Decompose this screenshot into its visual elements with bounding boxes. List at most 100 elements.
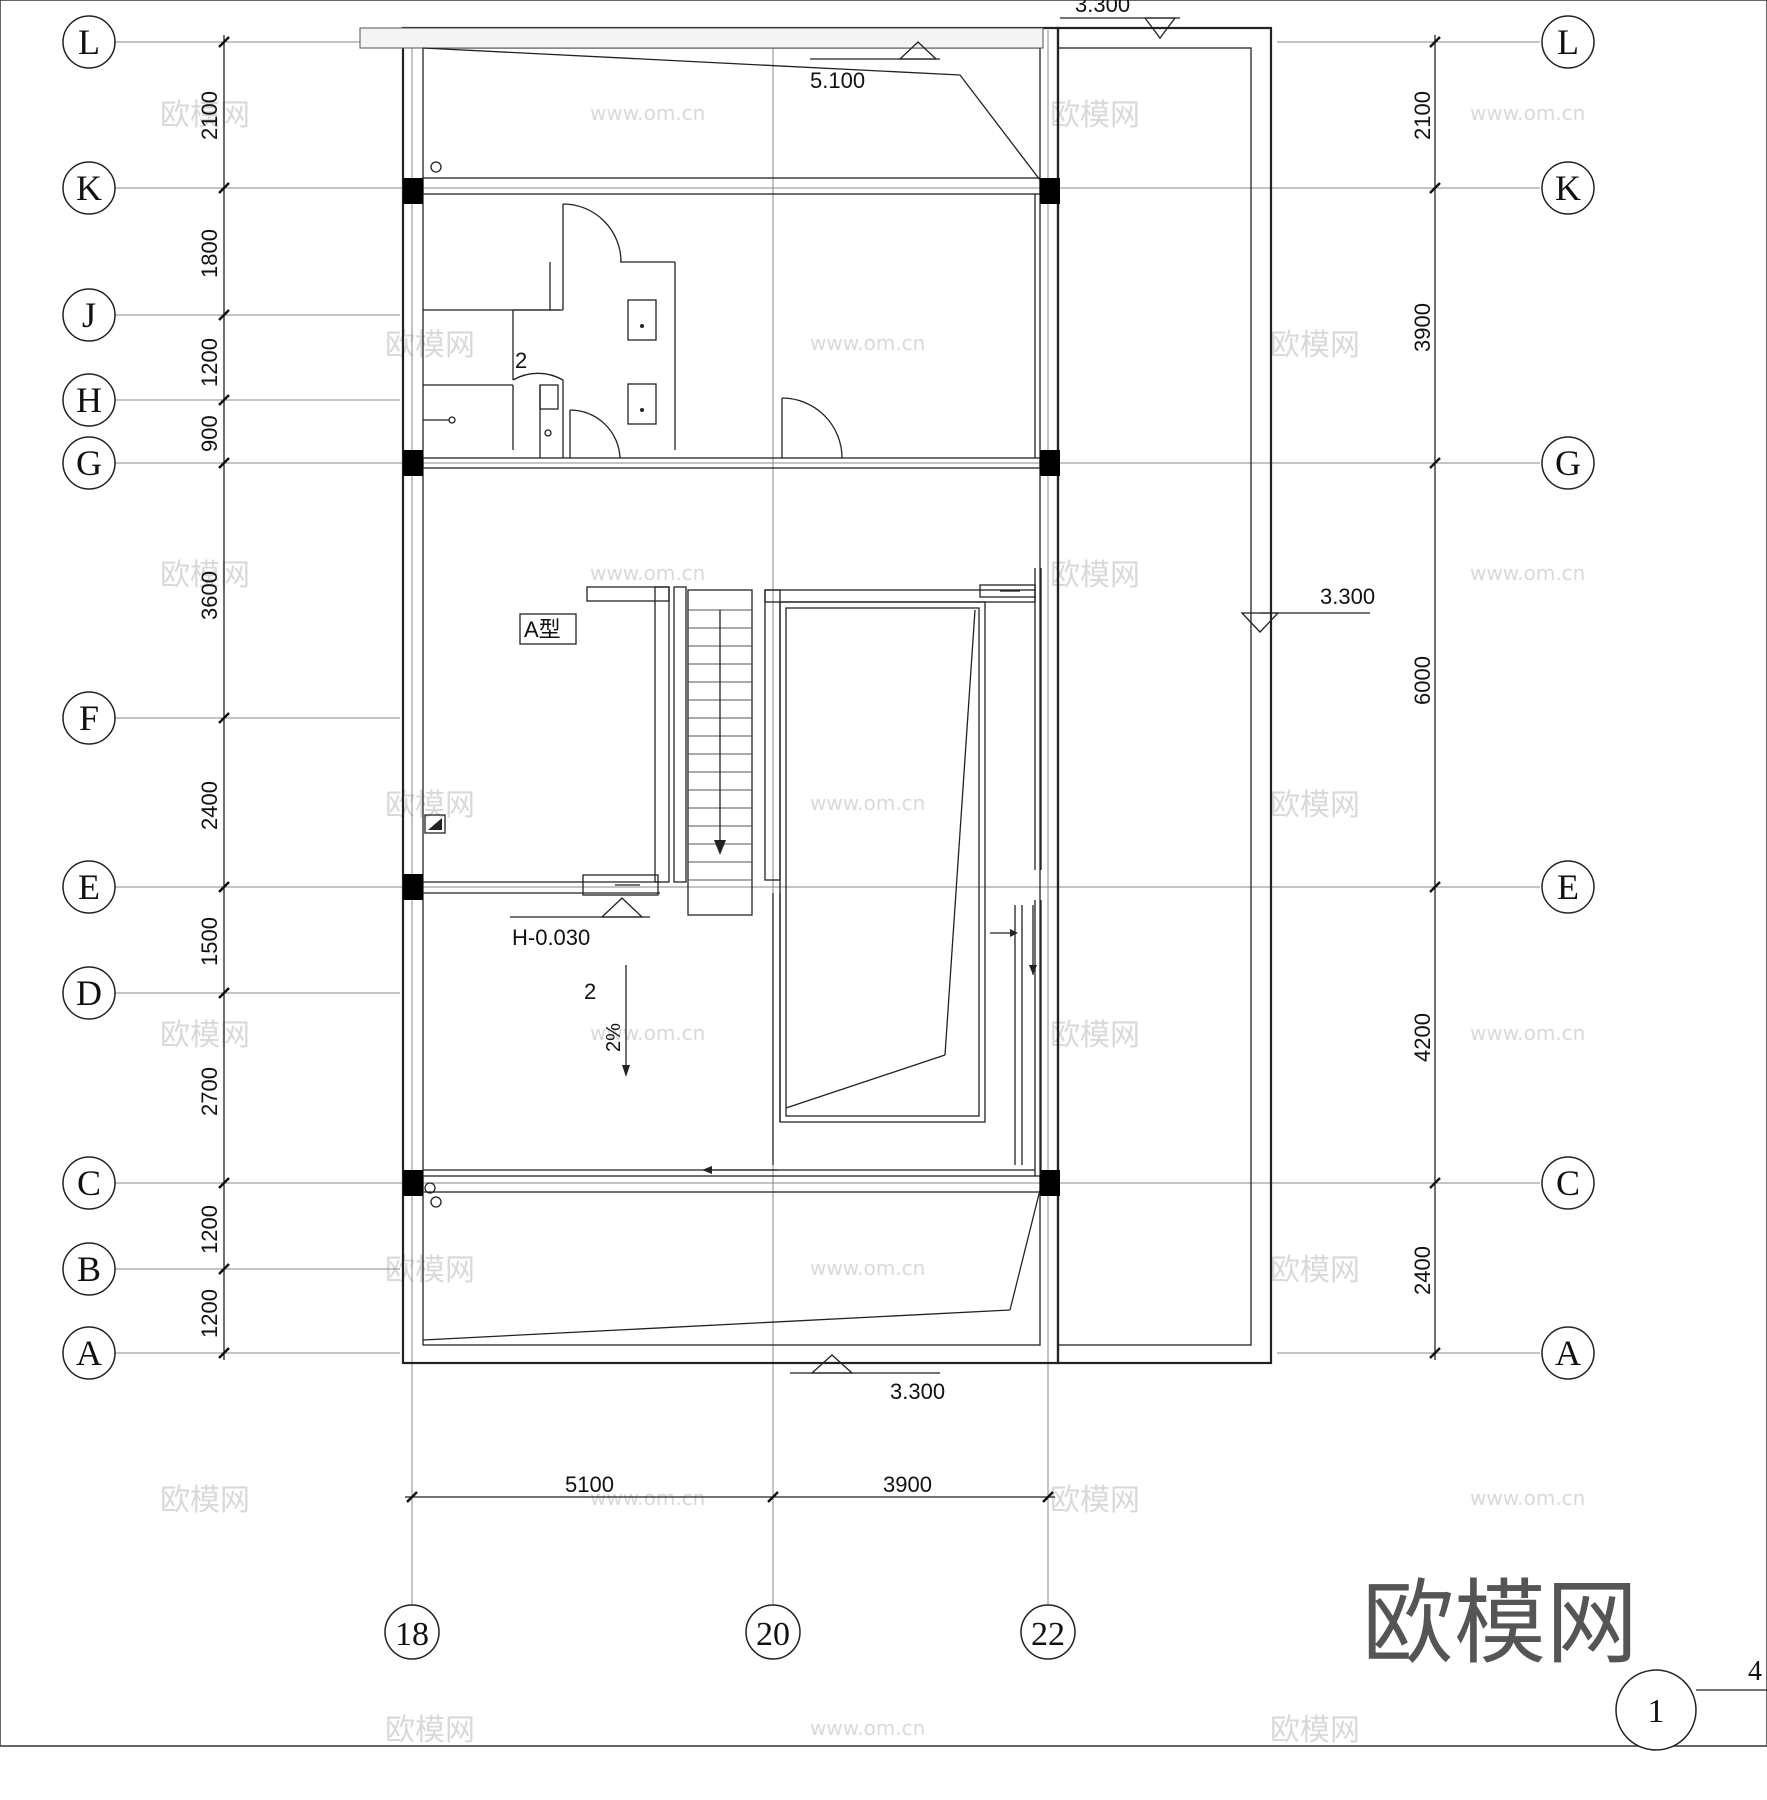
dim-right-3: 6000 — [1410, 656, 1435, 705]
right-grid-bubbles: L K G E C A — [1541, 15, 1595, 1380]
svg-text:E: E — [78, 867, 100, 907]
watermark-brand: 欧模网 — [1050, 1018, 1140, 1053]
elevation-top-partial: 3.300 — [1075, 0, 1130, 17]
dim-left-6: 2400 — [197, 781, 222, 830]
grid-bubble-F: F — [62, 691, 116, 745]
dim-left-8: 2700 — [197, 1067, 222, 1116]
watermark-brand: 欧模网 — [160, 558, 250, 593]
slope-note: 2% — [603, 1023, 625, 1052]
elevation-markers: 3.300 5.100 3.300 3.300 H-0.030 — [510, 0, 1375, 1404]
dim-left-3: 1200 — [197, 338, 222, 387]
dim-right-4: 4200 — [1410, 1013, 1435, 1062]
bottom-dimension-chain: 5100 3900 — [405, 1472, 1055, 1503]
watermark-brand: 欧模网 — [385, 788, 475, 823]
watermark-brand: 欧模网 — [385, 1253, 475, 1288]
grid-bubble-C: C — [62, 1156, 116, 1210]
grid-bubble-B: B — [62, 1242, 116, 1296]
grid-bubble-H: H — [62, 373, 116, 427]
grid-bubble-G-right: G — [1541, 436, 1595, 490]
drain-note-upper: 2 — [515, 348, 527, 373]
grid-bubble-A: A — [62, 1326, 116, 1380]
svg-text:D: D — [76, 973, 102, 1013]
watermark-url: www.om.cn — [810, 1716, 925, 1740]
watermark-brand: 欧模网 — [1270, 1713, 1360, 1748]
dim-left-5: 3600 — [197, 571, 222, 620]
watermark-url: www.om.cn — [1470, 101, 1585, 125]
svg-text:G: G — [1555, 443, 1581, 483]
watermark-url: www.om.cn — [590, 1486, 705, 1510]
grid-bubble-E-right: E — [1541, 860, 1595, 914]
watermark-brand: 欧模网 — [160, 98, 250, 133]
structural-columns — [403, 178, 1060, 1196]
svg-text:L: L — [1557, 22, 1579, 62]
type-tag: A型 — [524, 617, 561, 642]
dim-left-4: 900 — [197, 415, 222, 452]
watermark-brand: 欧模网 — [1270, 788, 1360, 823]
watermark-url: www.om.cn — [1470, 1486, 1585, 1510]
grid-bubble-J: J — [62, 288, 116, 342]
dim-left-1: 2100 — [197, 91, 222, 140]
watermark-brand: 欧模网 — [1050, 1483, 1140, 1518]
sheet-frame — [0, 0, 1767, 1747]
watermark-brand: 欧模网 — [160, 1483, 250, 1518]
grid-bubble-18: 18 — [384, 1604, 440, 1660]
watermark-url: www.om.cn — [590, 1021, 705, 1045]
drain-note-lower: 2 — [584, 979, 596, 1004]
grid-bubble-22: 22 — [1020, 1604, 1076, 1660]
watermark-brand: 欧模网 — [1270, 328, 1360, 363]
building-walls — [359, 26, 1273, 1365]
right-dimension-chain: 2100 3900 6000 4200 2400 — [1410, 35, 1441, 1360]
left-dimension-chain: 2100 1800 1200 900 3600 2400 1500 2700 1… — [197, 35, 230, 1360]
dim-left-10: 1200 — [197, 1289, 222, 1338]
svg-text:22: 22 — [1031, 1616, 1065, 1653]
grid-lines — [114, 30, 1540, 1605]
stair — [582, 586, 753, 916]
svg-text:K: K — [1555, 168, 1581, 208]
elevation-right-roof: 3.300 — [1320, 584, 1375, 609]
grid-bubble-D: D — [62, 966, 116, 1020]
watermark-url: www.om.cn — [590, 561, 705, 585]
grid-bubble-L: L — [62, 15, 116, 69]
svg-text:20: 20 — [756, 1616, 790, 1653]
detail-marker-partial: 4 — [1748, 1656, 1762, 1687]
watermark-url: www.om.cn — [810, 791, 925, 815]
watermark-url: www.om.cn — [590, 101, 705, 125]
column-bubbles: 18 20 22 — [384, 1604, 1076, 1660]
svg-text:L: L — [78, 22, 100, 62]
watermark-brand: 欧模网 — [160, 1018, 250, 1053]
detail-marker: 1 4 — [1615, 1656, 1767, 1751]
dim-right-2: 3900 — [1410, 303, 1435, 352]
light-well — [423, 584, 1037, 1174]
grid-bubble-20: 20 — [745, 1604, 801, 1660]
watermark-layer: 欧模网 www.om.cn 欧模网 www.om.cn 欧模网 www.om.c… — [160, 98, 1585, 1748]
svg-text:F: F — [79, 698, 99, 738]
svg-text:A: A — [76, 1333, 102, 1373]
detail-marker-number: 1 — [1648, 1693, 1665, 1730]
dim-bottom-1: 5100 — [565, 1472, 614, 1497]
dim-right-1: 2100 — [1410, 91, 1435, 140]
dim-left-7: 1500 — [197, 917, 222, 966]
svg-text:K: K — [76, 168, 102, 208]
elevation-bottom: 3.300 — [890, 1379, 945, 1404]
dim-right-5: 2400 — [1410, 1246, 1435, 1295]
watermark-brand: 欧模网 — [1050, 98, 1140, 133]
svg-text:G: G — [76, 443, 102, 483]
left-grid-bubbles: L K J H G F E D C B A — [62, 15, 116, 1380]
watermark-url: www.om.cn — [1470, 1021, 1585, 1045]
watermark-url: www.om.cn — [1470, 561, 1585, 585]
watermark-brand: 欧模网 — [1050, 558, 1140, 593]
elevation-stair-landing: H-0.030 — [512, 925, 590, 950]
watermark-brand: 欧模网 — [1270, 1253, 1360, 1288]
watermark-brand: 欧模网 — [385, 328, 475, 363]
dim-left-9: 1200 — [197, 1205, 222, 1254]
dim-bottom-2: 3900 — [883, 1472, 932, 1497]
grid-bubble-E: E — [62, 860, 116, 914]
grid-bubble-K: K — [62, 161, 116, 215]
restroom-area — [423, 161, 843, 1208]
svg-text:B: B — [77, 1249, 101, 1289]
grid-bubble-C-right: C — [1541, 1156, 1595, 1210]
svg-text:18: 18 — [395, 1616, 429, 1653]
grid-bubble-K-right: K — [1541, 161, 1595, 215]
watermark-brand: 欧模网 — [385, 1713, 475, 1748]
